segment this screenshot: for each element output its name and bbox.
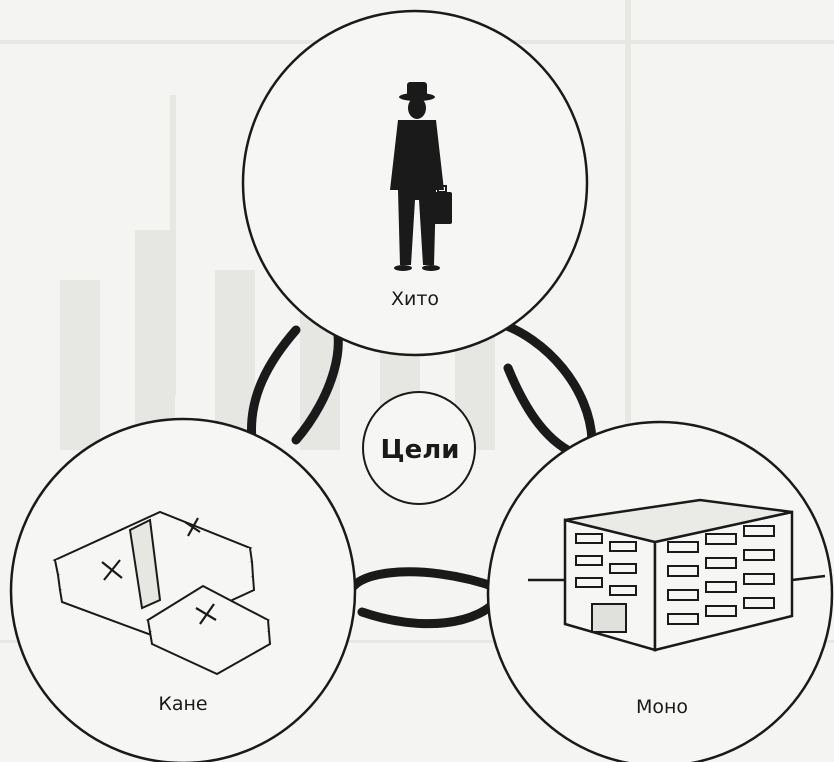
center-label: Цели	[380, 435, 459, 465]
node-kane-label: Кане	[158, 693, 207, 715]
businessman-icon	[390, 82, 452, 271]
link-kane-mono	[344, 567, 505, 629]
node-mono-label: Моно	[636, 696, 688, 718]
money-stack-icon	[52, 510, 272, 676]
node-hito-label: Хито	[391, 288, 439, 310]
center-circle	[362, 391, 476, 505]
link-hito-mono	[491, 317, 597, 461]
office-building-icon	[528, 498, 826, 652]
